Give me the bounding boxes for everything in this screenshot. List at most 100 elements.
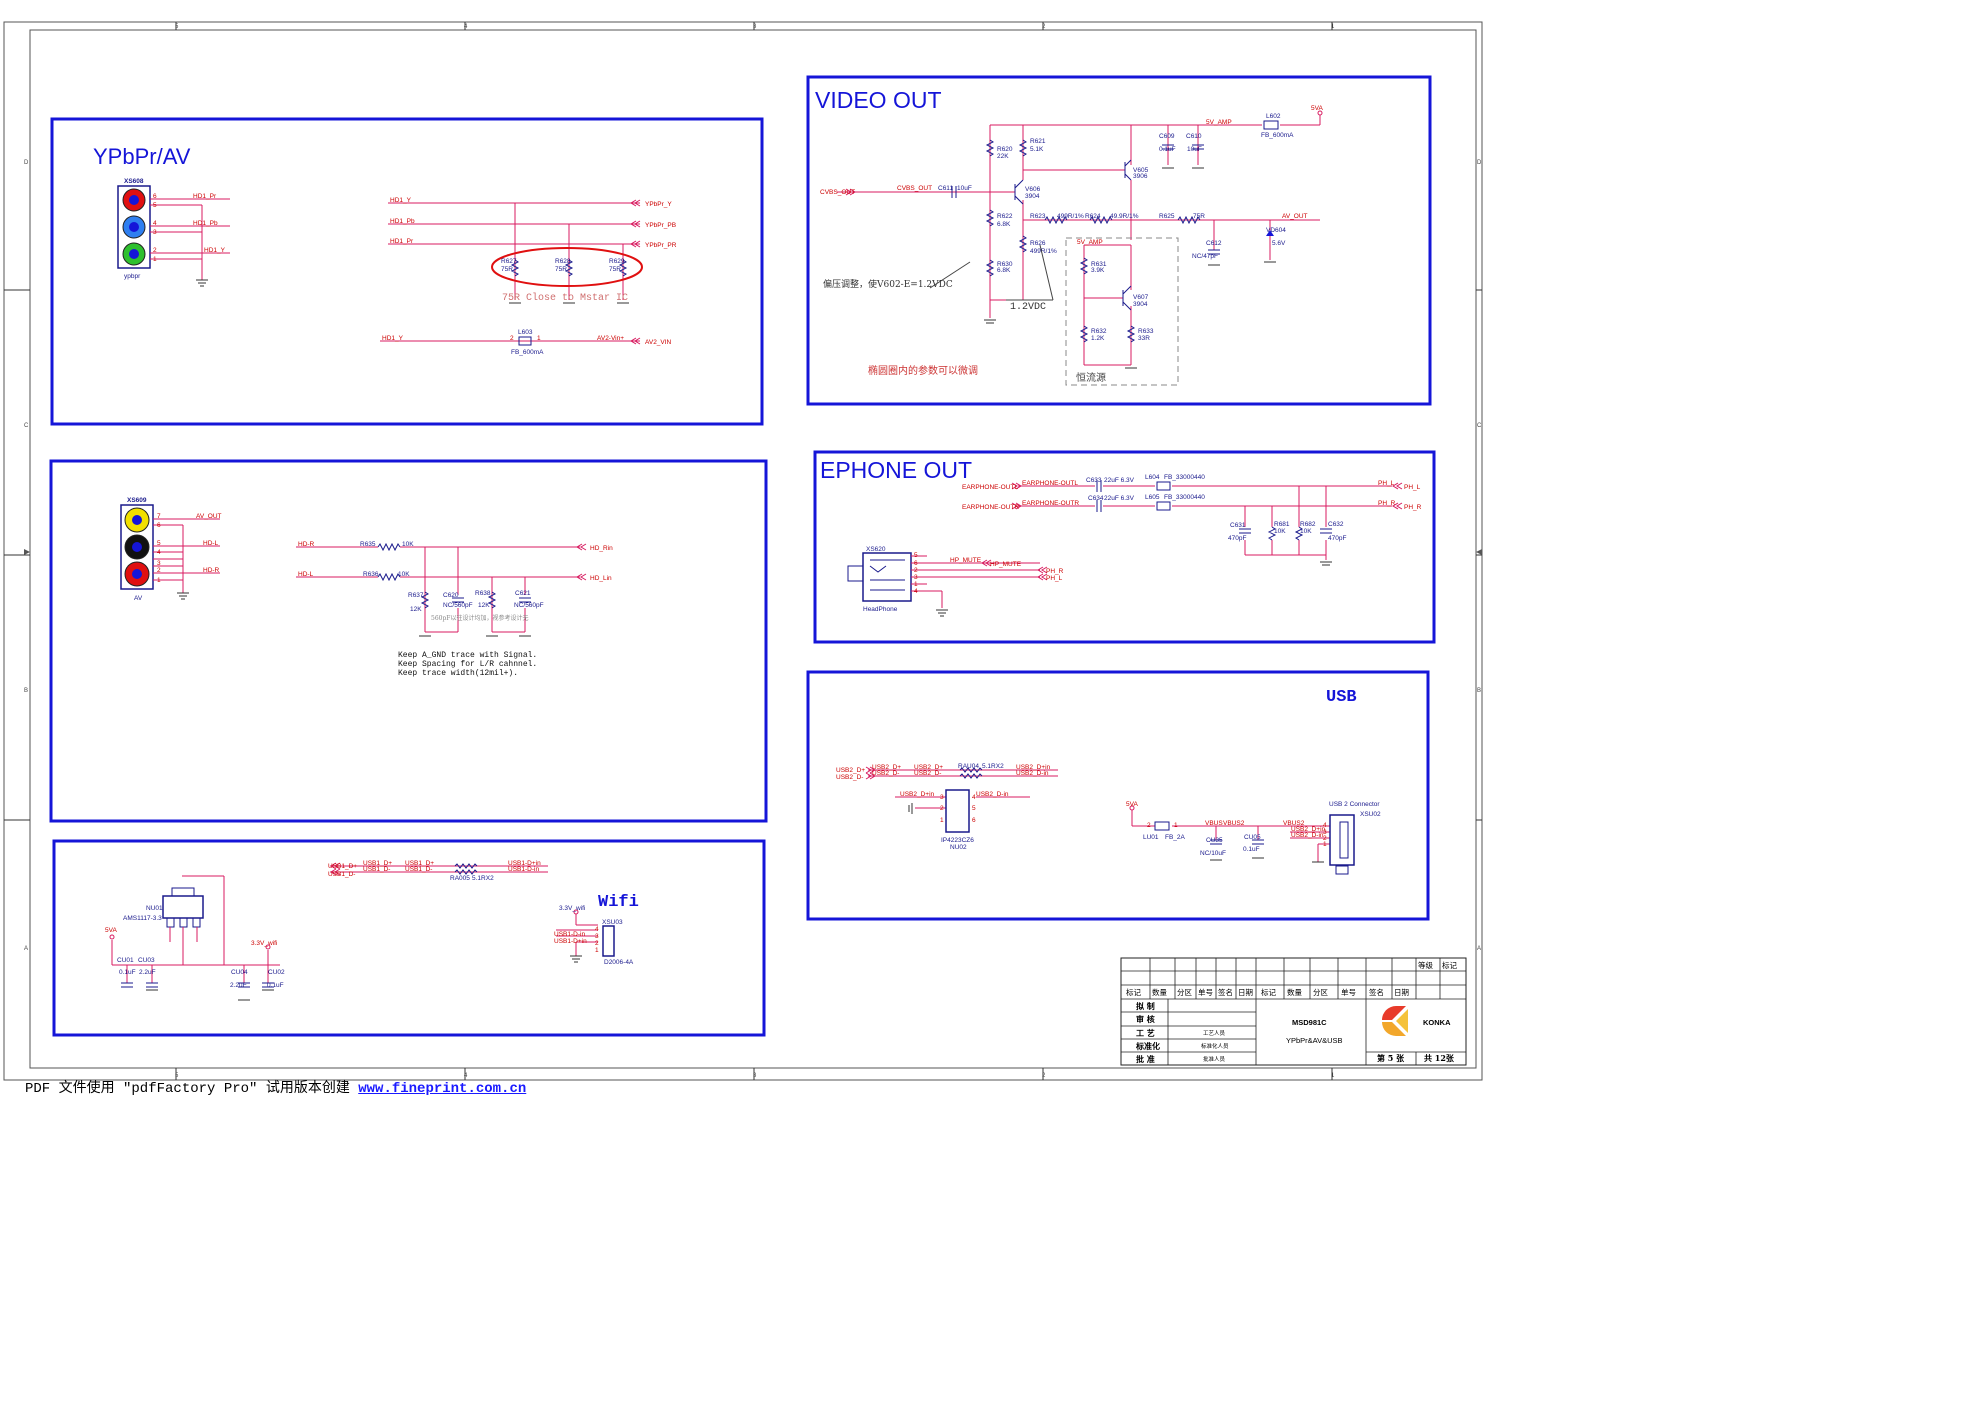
ypbpr-section: YPbPr/AV XS608 ypbpr 6 5 4 3 2 1 HD1_Pr … <box>93 144 677 356</box>
r636-ref: R636 <box>363 571 379 578</box>
conn-net-dmin: USB2_D-in <box>1291 832 1324 839</box>
r628-val: 75R <box>555 266 567 273</box>
xs620-pin4: 4 <box>914 588 918 595</box>
c620-val: NC/560pF <box>443 602 473 609</box>
wifi-section: Wifi NU01 AMS1117-3.3 5VA 3.3V_wifi CU01… <box>105 860 639 1001</box>
nu02-ref: NU02 <box>950 844 967 851</box>
lu01-val: FB_2A <box>1165 834 1186 841</box>
bus-hd1-pb: HD1_Pb <box>390 218 415 225</box>
ephone-out-frame <box>813 450 1436 644</box>
v606-val: 3904 <box>1025 193 1040 200</box>
r633-val: 33R <box>1138 335 1150 342</box>
cu01-ref: CU01 <box>117 957 134 964</box>
ruler-bottom-3: 3 <box>753 1073 757 1079</box>
r624-ref: R624 <box>1085 213 1101 220</box>
ruler-right-c: C <box>1477 423 1482 429</box>
r624-val: 49.9R/1% <box>1110 213 1139 220</box>
r632-ref: R632 <box>1091 328 1107 335</box>
av-section: XS609 AV 7 6 5 4 3 2 1 AV_OUT HD-L HD-R <box>120 497 613 678</box>
net-hd1-pb: HD1_Pb <box>193 220 218 227</box>
xs609-pin1: 1 <box>157 577 161 584</box>
l603-ferrite-icon <box>518 336 532 346</box>
xsu03-net-dmin: USB1-D-in <box>554 931 585 938</box>
r621-ref: R621 <box>1030 138 1046 145</box>
v607-transistor-icon <box>1122 285 1132 311</box>
xs608-pin6: 6 <box>153 193 157 200</box>
ruler-right-b: B <box>1477 688 1481 694</box>
ra005-val: 5.1RX2 <box>472 875 494 882</box>
c634-val: 22uF 6.3V <box>1104 495 1135 502</box>
usb-net-dp: USB2_D+ <box>872 764 901 771</box>
xs608-pin4: 4 <box>153 220 157 227</box>
r626-val: 499R/1% <box>1030 248 1057 255</box>
usb-section: USB USB2_D+ USB2_D- USB2_D+ USB2_D- USB2… <box>836 688 1381 875</box>
tb-h9: 单号 <box>1341 987 1356 997</box>
xsu02-pin4: 4 <box>1323 822 1327 829</box>
tb-row-process: 工 艺 <box>1136 1028 1155 1038</box>
tb-grade: 等级 <box>1418 960 1434 970</box>
xs620-ref: XS620 <box>866 546 886 553</box>
net-ph-r: PH_R <box>1378 500 1396 507</box>
tb-row-standard: 标准化 <box>1135 1041 1160 1051</box>
pdf-footer: PDF 文件使用 "pdfFactory Pro" 试用版本创建 www.fin… <box>25 1077 526 1097</box>
wifi-net-usb1-dm: USB1_D- <box>363 866 390 873</box>
tb-h10: 签名 <box>1369 987 1384 997</box>
l602-ferrite-icon <box>1263 120 1279 130</box>
xs620-pin5: 5 <box>914 552 918 559</box>
r627-val: 75R <box>501 266 513 273</box>
wifi-net-usb1-dpin: USB1-D+in <box>508 860 541 867</box>
xsu03-connector-body <box>602 925 615 957</box>
usb-net2-dp: USB2_D+ <box>914 764 943 771</box>
l603-net-in: HD1_Y <box>382 335 404 342</box>
wifi-rail-3v3: 3.3V_wifi <box>251 940 277 947</box>
jack-port-ph-l: PH_L <box>1046 575 1063 582</box>
r633-ref: R633 <box>1138 328 1154 335</box>
xsu03-rail: 3.3V_wifi <box>559 905 585 912</box>
c633-ref: C633 <box>1086 477 1102 484</box>
wifi-frame <box>52 839 766 1037</box>
av-note-3: Keep trace width(12mil+). <box>398 669 518 678</box>
footer-link[interactable]: www.fineprint.com.cn <box>358 1081 527 1097</box>
ruler-top-2: 2 <box>1042 24 1046 30</box>
xs609-ref: XS609 <box>127 497 147 504</box>
lu01-ferrite-icon <box>1154 821 1170 831</box>
ypbpr-av-frame <box>50 117 764 426</box>
c609-ref: C609 <box>1159 133 1175 140</box>
ruler-bottom-5: 5 <box>175 1073 179 1079</box>
xs620-pin3: 3 <box>914 574 918 581</box>
port-usb2-dp: USB2_D+ <box>836 767 865 774</box>
r637-ref: R637 <box>408 592 424 599</box>
r638-val: 12K <box>478 602 490 609</box>
l605-val: FB_33000440 <box>1164 494 1205 501</box>
av-frame <box>49 459 768 823</box>
vd604-ref: VD604 <box>1266 227 1286 234</box>
ephone-out-title: EPHONE OUT <box>820 457 972 483</box>
xs609-pin7: 7 <box>157 513 161 520</box>
v605-ref: V605 <box>1133 167 1149 174</box>
port-hp-mute: HP_MUTE <box>990 561 1022 568</box>
ruler-top-5: 5 <box>175 24 179 30</box>
usb-title: USB <box>1326 688 1357 707</box>
tb-mark: 标记 <box>1442 960 1458 970</box>
r623-val: 499R/1% <box>1057 213 1084 220</box>
bus-hd1-y: HD1_Y <box>390 197 412 204</box>
r620-ref: R620 <box>997 146 1013 153</box>
xsu03-pin1: 1 <box>595 947 599 954</box>
ephone-out-section: EPHONE OUT EARPHONE-OUTL EARPHONE-OUTL E… <box>820 457 1422 617</box>
xs608-ref: XS608 <box>124 178 144 185</box>
usb-net-dmin: USB2_D-in <box>1016 770 1049 777</box>
usb-connector-title: USB 2 Connector <box>1329 801 1380 808</box>
av-net-hd-r: HD-R <box>298 541 315 548</box>
tb-sheet-title: YPbPr&AV&USB <box>1286 1036 1343 1045</box>
wifi-net2-usb1-dp: USB1_D+ <box>405 860 434 867</box>
port-hd-rin: HD_Rin <box>590 545 613 552</box>
xs608-pin3: 3 <box>153 229 157 236</box>
usb-net-vbus: VBUS <box>1205 820 1223 827</box>
vdc-label: 1.2VDC <box>1010 302 1046 313</box>
ruler-top-4: 4 <box>464 24 468 30</box>
sheet-border <box>3 21 1483 1081</box>
c632-val: 470pF <box>1328 535 1346 542</box>
r625-ref: R625 <box>1159 213 1175 220</box>
wifi-net-usb1-dp: USB1_D+ <box>363 860 392 867</box>
xs608-label: ypbpr <box>124 273 141 280</box>
